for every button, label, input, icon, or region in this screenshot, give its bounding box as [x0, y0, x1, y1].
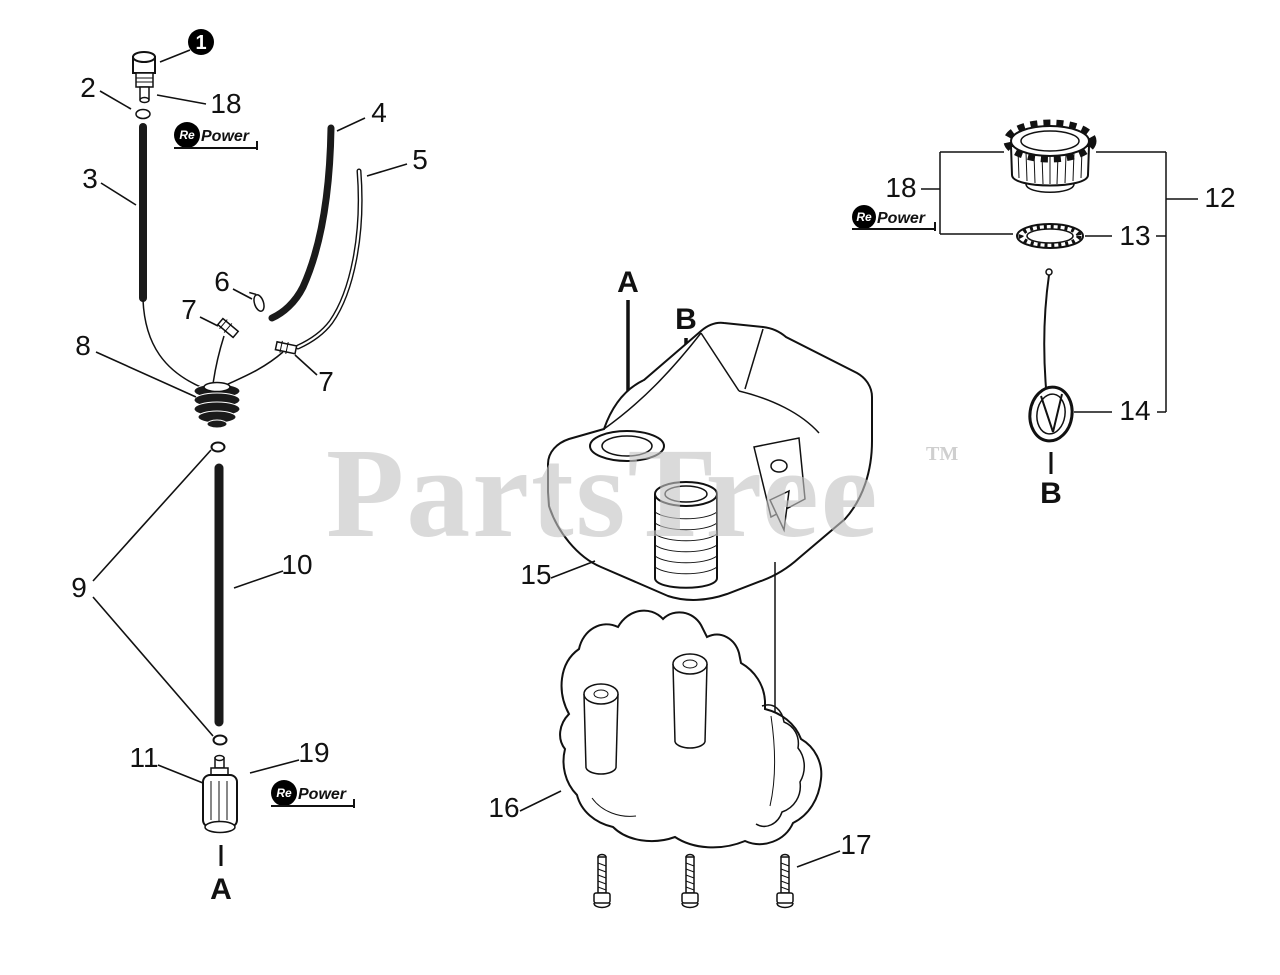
repower-re: Re — [856, 210, 872, 224]
repower-power: Power — [877, 210, 926, 227]
callout-7-left: 7 — [181, 294, 197, 325]
part-11-fuel-filter — [202, 754, 238, 834]
part-15-fuel-tank — [547, 321, 873, 601]
ref-a-bottom: A — [210, 873, 232, 906]
repower-badge-top-left: Re Power — [174, 122, 258, 150]
repower-badge-bottom-left: Re Power — [271, 780, 355, 808]
part-3-fuel-line — [139, 123, 204, 389]
callout-18-right: 18 — [885, 172, 916, 203]
callout-4: 4 — [371, 97, 387, 128]
watermark: PartsTree TM — [326, 422, 958, 564]
callout-labels: 1 2 18 3 4 5 6 7 7 8 9 10 11 19 15 16 17… — [71, 29, 1236, 906]
screw — [776, 853, 794, 909]
callout-9: 9 — [71, 572, 87, 603]
callout-19: 19 — [298, 737, 329, 768]
fuel-tank-group — [547, 300, 873, 909]
filler-neck — [654, 481, 718, 589]
callout-14: 14 — [1119, 395, 1150, 426]
repower-re: Re — [276, 786, 292, 800]
fuel-cap-assembly — [921, 119, 1198, 474]
repower-badge-right: Re Power — [852, 205, 936, 231]
callout-18-left: 18 — [210, 88, 241, 119]
part-14-cap-retainer — [1028, 268, 1074, 443]
callout-15: 15 — [520, 559, 551, 590]
part-5-vent-line — [295, 168, 363, 350]
bracket-12 — [1074, 151, 1198, 413]
repower-power: Power — [201, 128, 250, 145]
callout-1: 1 — [188, 29, 214, 55]
part-9-ring-bottom — [212, 734, 228, 746]
callout-13: 13 — [1119, 220, 1150, 251]
screw — [593, 853, 611, 909]
part-1-valve-fitting — [132, 51, 156, 104]
callout-12: 12 — [1204, 182, 1235, 213]
part-7-fitting-right — [274, 340, 298, 355]
part-17-screws — [593, 853, 794, 909]
callout-2: 2 — [80, 72, 96, 103]
line-to-grommet-right — [221, 351, 284, 388]
repower-re: Re — [179, 128, 195, 142]
callout-7-right: 7 — [318, 366, 334, 397]
callout-5: 5 — [412, 144, 428, 175]
callout-3: 3 — [82, 163, 98, 194]
part-12-fuel-cap — [1003, 119, 1097, 193]
line-to-grommet-left — [212, 335, 225, 385]
callout-8: 8 — [75, 330, 91, 361]
watermark-text: PartsTree — [326, 422, 879, 564]
ref-a-top: A — [617, 266, 639, 299]
fuel-line-assembly — [132, 51, 363, 866]
leader-lines — [92, 49, 841, 868]
watermark-tm: TM — [926, 443, 958, 465]
callout-10: 10 — [281, 549, 312, 580]
callout-16: 16 — [488, 792, 519, 823]
repower-power: Power — [298, 786, 347, 803]
ref-b-right: B — [1040, 477, 1062, 510]
part-6-clip — [249, 291, 265, 312]
part-8-grommet — [193, 381, 241, 429]
bracket-18 — [921, 151, 1013, 235]
part-13-gasket — [1016, 223, 1084, 249]
callout-1-number: 1 — [195, 32, 206, 54]
callout-6: 6 — [214, 266, 230, 297]
ref-b-top: B — [675, 303, 697, 336]
part-9-ring-top — [210, 441, 226, 453]
part-16-tank-cover — [559, 609, 823, 849]
part-4-fuel-line — [268, 124, 335, 322]
part-7-fitting-left — [216, 317, 240, 339]
callout-17: 17 — [840, 829, 871, 860]
callout-11: 11 — [129, 742, 158, 773]
screw — [681, 853, 699, 909]
part-2-ring — [135, 108, 151, 120]
